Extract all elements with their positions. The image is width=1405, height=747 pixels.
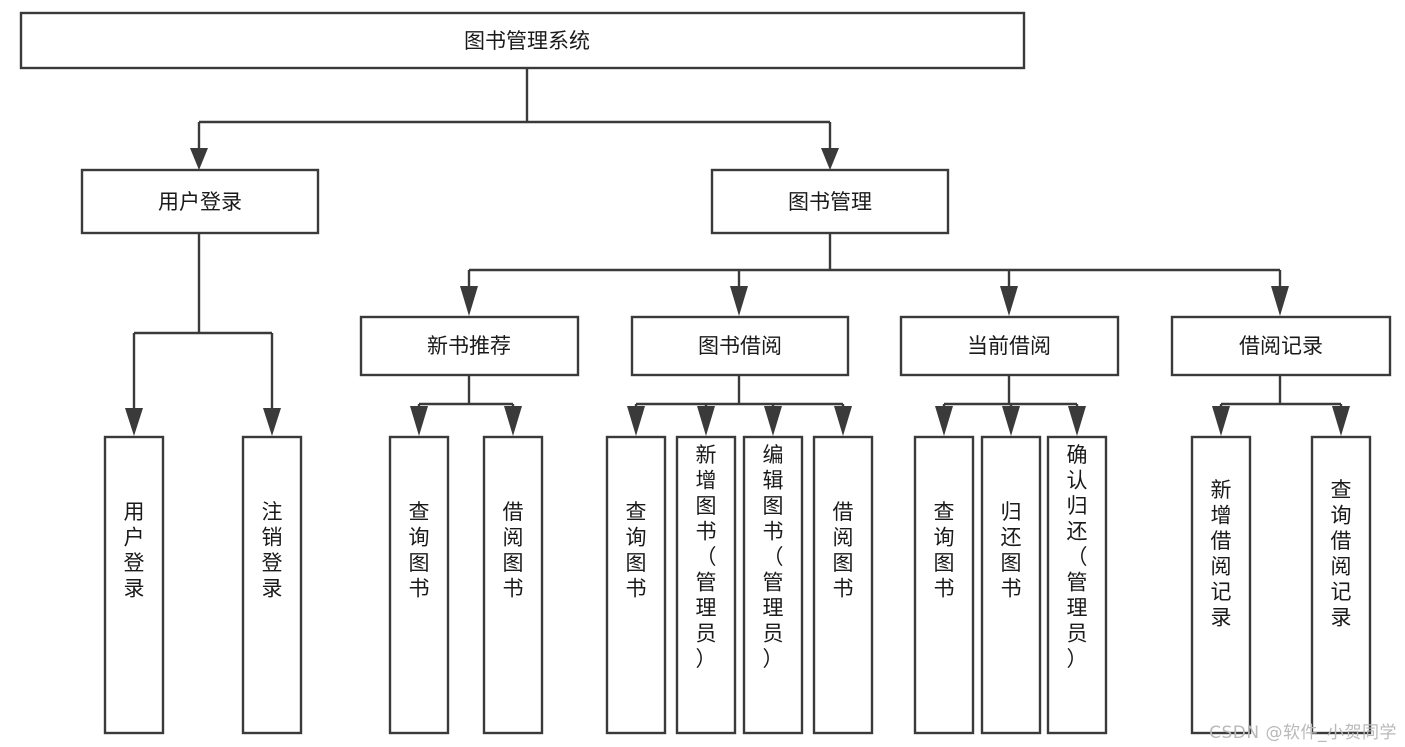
node-leaf-borrow-book-2[interactable]: 借阅图书 [812,435,874,735]
arrow-leaf-query-book-3 [935,406,953,436]
node-leaf-edit-book-label: 编辑图书（管理员） [763,443,784,671]
node-leaf-edit-book[interactable]: 编辑图书（管理员） [742,435,804,735]
node-leaf-query-book-2[interactable]: 查询图书 [605,435,667,735]
node-book-borrow-label: 图书借阅 [698,334,782,358]
node-root-label: 图书管理系统 [464,29,590,53]
node-new-book-recommend-label: 新书推荐 [427,334,511,358]
arrow-leaf-edit-book [764,406,782,436]
node-leaf-user-logout-box[interactable] [241,435,303,735]
node-leaf-query-book-3[interactable]: 查询图书 [913,435,975,735]
node-current-borrow[interactable]: 当前借阅 [899,315,1120,377]
node-leaf-confirm-return-box[interactable] [1046,435,1108,735]
node-leaf-query-book-2-label: 查询图书 [626,500,647,601]
node-new-book-recommend-box[interactable] [359,315,580,377]
node-new-book-recommend[interactable]: 新书推荐 [359,315,580,377]
arrow-leaf-return-book [1002,406,1020,436]
watermark: CSDN @软件_小贺同学 [1209,723,1397,743]
node-borrow-record[interactable]: 借阅记录 [1170,315,1392,377]
arrow-leaf-confirm-return [1068,406,1086,436]
node-leaf-user-login-box[interactable] [103,435,165,735]
node-leaf-borrow-book-1-box[interactable] [482,435,544,735]
node-leaf-borrow-book-2-label: 借阅图书 [833,500,854,601]
node-leaf-query-book-3-label: 查询图书 [934,500,955,601]
node-leaf-add-record[interactable]: 新增借阅记录 [1190,435,1252,735]
node-leaf-query-book-1[interactable]: 查询图书 [388,435,450,735]
arrow-leaf-user-login [125,408,143,436]
node-user-login-box[interactable] [80,168,320,235]
node-leaf-query-book-1-box[interactable] [388,435,450,735]
arrow-to-borrow-record [1271,286,1289,316]
arrow-leaf-add-record [1212,406,1230,436]
node-root[interactable]: 图书管理系统 [19,11,1026,70]
arrow-leaf-add-book [697,406,715,436]
node-book-management-box[interactable] [710,168,950,235]
node-leaf-edit-book-box[interactable] [742,435,804,735]
node-leaf-confirm-return-label: 确认归还（管理员） [1067,443,1088,671]
arrow-to-current-borrow [1000,286,1018,316]
node-leaf-query-book-2-box[interactable] [605,435,667,735]
node-leaf-query-record-label: 查询借阅记录 [1331,478,1352,630]
node-book-management-label: 图书管理 [788,190,872,214]
node-leaf-add-book-box[interactable] [675,435,737,735]
node-leaf-user-logout[interactable]: 注销登录 [241,435,303,735]
node-root-box[interactable] [19,11,1026,70]
arrow-leaf-borrow-book-1 [504,406,522,436]
node-leaf-user-logout-label: 注销登录 [262,500,283,601]
arrow-leaf-query-book-2 [627,406,645,436]
node-leaf-add-record-label: 新增借阅记录 [1211,478,1232,630]
node-user-login-label: 用户登录 [158,190,242,214]
arrow-leaf-query-record [1332,406,1350,436]
node-borrow-record-label: 借阅记录 [1239,334,1323,358]
arrow-to-book-borrow [730,286,748,316]
arrow-leaf-user-logout [263,408,281,436]
node-borrow-record-box[interactable] [1170,315,1392,377]
node-leaf-query-record-box[interactable] [1310,435,1372,735]
node-leaf-user-login-label: 用户登录 [124,500,145,601]
node-leaf-query-record[interactable]: 查询借阅记录 [1310,435,1372,735]
node-current-borrow-label: 当前借阅 [967,334,1051,358]
node-book-borrow-box[interactable] [630,315,850,377]
node-current-borrow-box[interactable] [899,315,1120,377]
node-leaf-return-book-label: 归还图书 [1001,500,1022,601]
node-leaf-borrow-book-2-box[interactable] [812,435,874,735]
node-leaf-add-record-box[interactable] [1190,435,1252,735]
arrow-to-book-management [821,148,839,170]
arrow-leaf-borrow-book-2 [834,406,852,436]
node-book-borrow[interactable]: 图书借阅 [630,315,850,377]
node-leaf-confirm-return[interactable]: 确认归还（管理员） [1046,435,1108,735]
node-user-login[interactable]: 用户登录 [80,168,320,235]
node-leaf-return-book-box[interactable] [980,435,1042,735]
node-leaf-query-book-3-box[interactable] [913,435,975,735]
node-leaf-return-book[interactable]: 归还图书 [980,435,1042,735]
connector-layer [125,68,1350,436]
node-leaf-user-login[interactable]: 用户登录 [103,435,165,735]
node-book-management[interactable]: 图书管理 [710,168,950,235]
node-leaf-add-book[interactable]: 新增图书（管理员） [675,435,737,735]
arrow-to-new-book-recommend [460,286,478,316]
node-leaf-borrow-book-1-label: 借阅图书 [503,500,524,601]
node-leaf-query-book-1-label: 查询图书 [409,500,430,601]
node-leaf-add-book-label: 新增图书（管理员） [696,443,717,671]
arrow-leaf-query-book-1 [410,406,428,436]
node-leaf-borrow-book-1[interactable]: 借阅图书 [482,435,544,735]
arrow-to-user-login [190,148,208,170]
